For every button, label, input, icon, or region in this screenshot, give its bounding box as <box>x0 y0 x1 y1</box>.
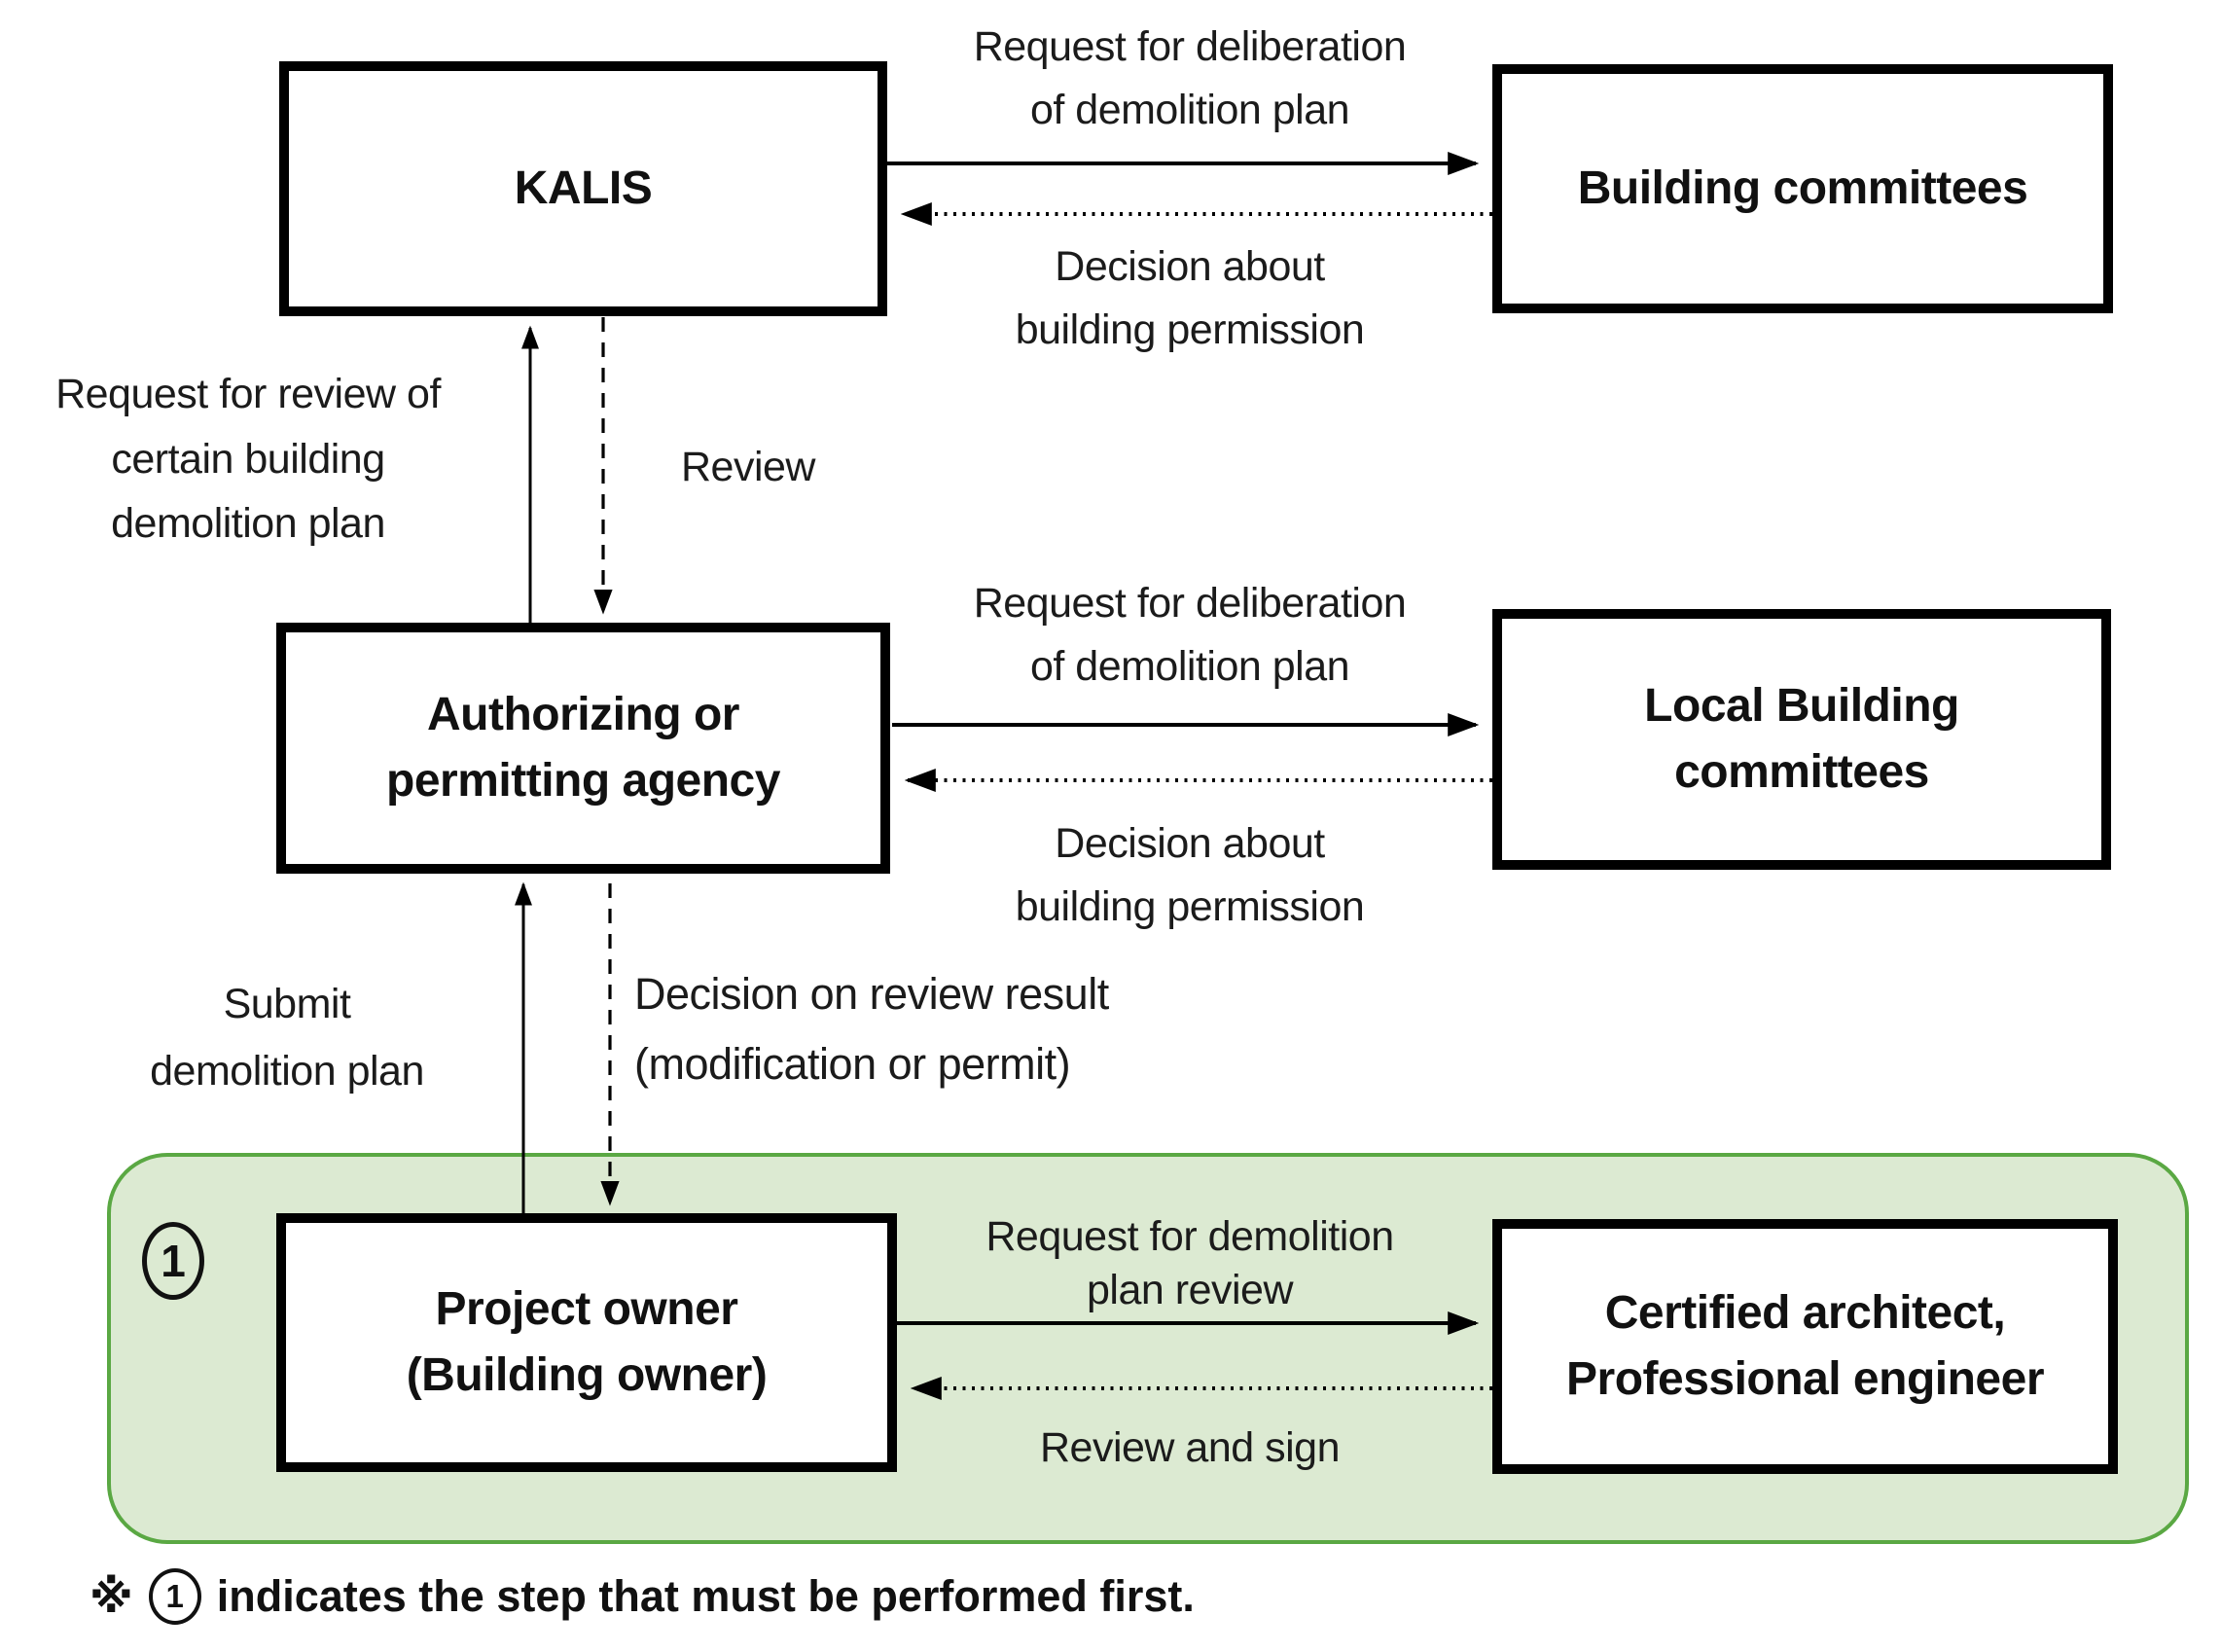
node-authorizing-agency: Authorizing or permitting agency <box>276 623 890 874</box>
edge-label-owner-architect-request: Request for demolition plan review <box>985 1213 1394 1313</box>
edge-label-owner-agency-submit: Submit demolition plan <box>150 981 424 1095</box>
node-kalis: KALIS <box>279 61 887 316</box>
edge-label-architect-owner-review: Review and sign <box>1039 1424 1341 1471</box>
node-certified-architect: Certified architect, Professional engine… <box>1492 1219 2118 1474</box>
footnote-text: indicates the step that must be performe… <box>216 1571 1195 1621</box>
edge-label-kalis-agency-review: Review <box>681 444 816 490</box>
reference-mark: ※ <box>90 1570 133 1623</box>
step-1-number: 1 <box>161 1236 186 1286</box>
node-project-owner: Project owner (Building owner) <box>276 1213 897 1472</box>
edge-label-lbc-agency-decision: Decision about building permission <box>1015 820 1365 930</box>
edge-label-agency-lbc-request: Request for deliberation of demolition p… <box>973 580 1407 690</box>
footnote: ※ 1 indicates the step that must be perf… <box>90 1568 1195 1625</box>
footnote-step-number: 1 <box>148 1568 201 1625</box>
node-building-committees: Building committees <box>1492 64 2113 313</box>
step-1-badge: 1 <box>142 1222 204 1300</box>
node-local-building-committees: Local Building committees <box>1492 609 2111 870</box>
edge-label-kalis-bc-request: Request for deliberation of demolition p… <box>973 23 1407 133</box>
edge-label-agency-owner-decision: Decision on review result (modification … <box>634 969 1109 1089</box>
edge-label-agency-kalis-request: Request for review of certain building d… <box>55 371 441 548</box>
edge-label-bc-kalis-decision: Decision about building permission <box>1015 243 1365 353</box>
